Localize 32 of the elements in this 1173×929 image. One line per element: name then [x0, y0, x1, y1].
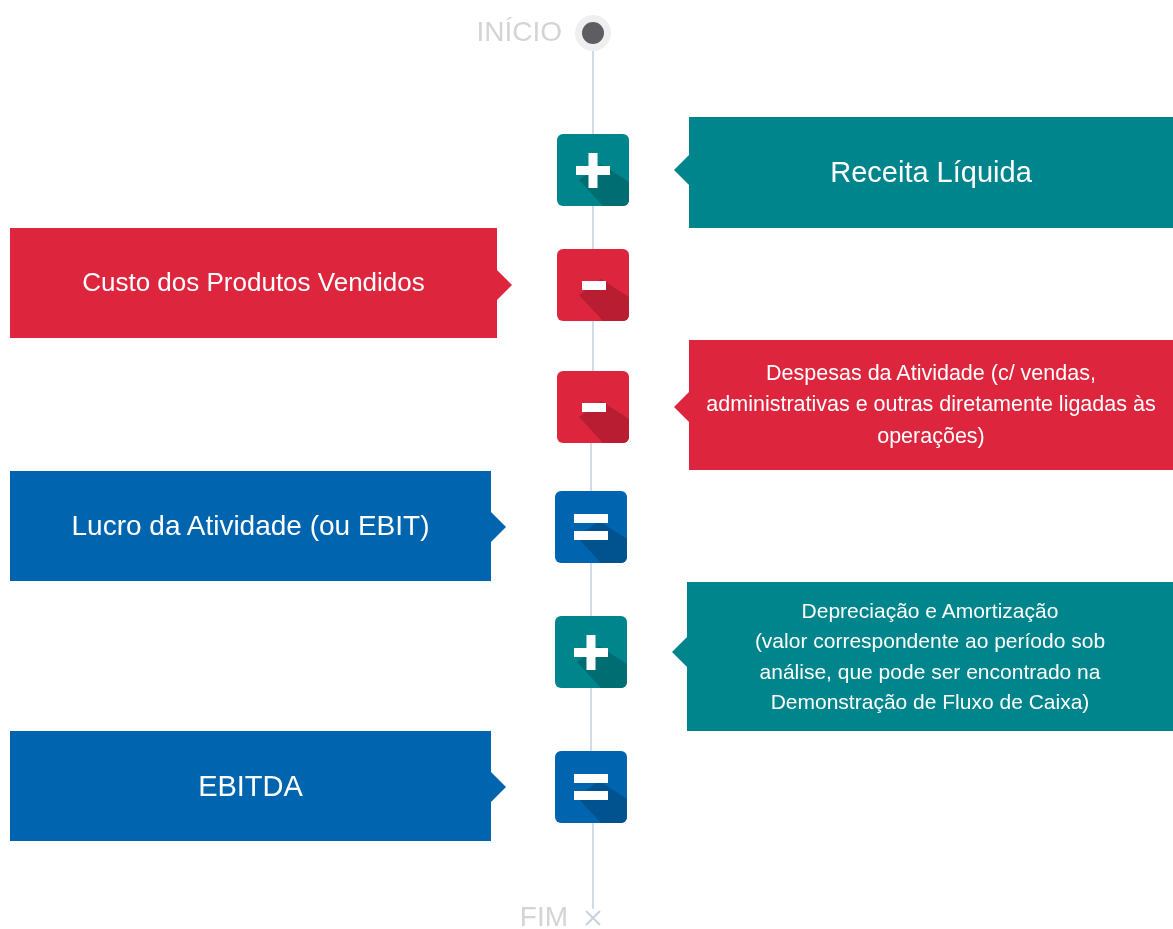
- text-panel: [10, 471, 491, 581]
- text-panel: [689, 117, 1173, 228]
- equals-icon: [555, 751, 627, 823]
- panel-text: Lucro da Atividade (ou EBIT): [71, 508, 430, 543]
- text-panel: [687, 582, 1173, 731]
- panel-text: Receita Líquida: [830, 155, 1032, 191]
- pointer-arrow: [491, 512, 506, 542]
- timeline-line: [592, 205, 594, 250]
- timeline-line: [590, 562, 592, 617]
- plus-icon: [555, 616, 627, 688]
- panel-text: Despesas da Atividade (c/ vendas, administrativas e outras diretamente ligadas às operações): [705, 360, 1157, 450]
- panel-text: EBITDA: [198, 768, 303, 804]
- minus-icon: [557, 249, 629, 321]
- pointer-arrow: [674, 392, 689, 422]
- pointer-arrow: [497, 270, 512, 300]
- pointer-arrow: [491, 772, 506, 802]
- panel-text: Custo dos Produtos Vendidos: [82, 266, 425, 300]
- text-panel: [10, 228, 497, 338]
- timeline-line: [592, 320, 594, 372]
- plus-icon: [557, 134, 629, 206]
- equals-icon: [555, 491, 627, 563]
- pointer-arrow: [674, 155, 689, 185]
- text-panel: [689, 340, 1173, 470]
- text-panel: [10, 731, 491, 841]
- panel-text: Depreciação e Amortização: [800, 597, 1060, 624]
- pointer-arrow: [672, 637, 687, 667]
- end-cross-icon: [584, 909, 602, 927]
- timeline-line: [590, 687, 592, 752]
- panel-text: (valor correspondente ao período sob análise, que pode ser encontrado na Demonstração de Fluxo de Caixa): [753, 628, 1107, 715]
- timeline-line: [592, 822, 594, 910]
- minus-icon: [557, 371, 629, 443]
- timeline-line: [590, 442, 592, 492]
